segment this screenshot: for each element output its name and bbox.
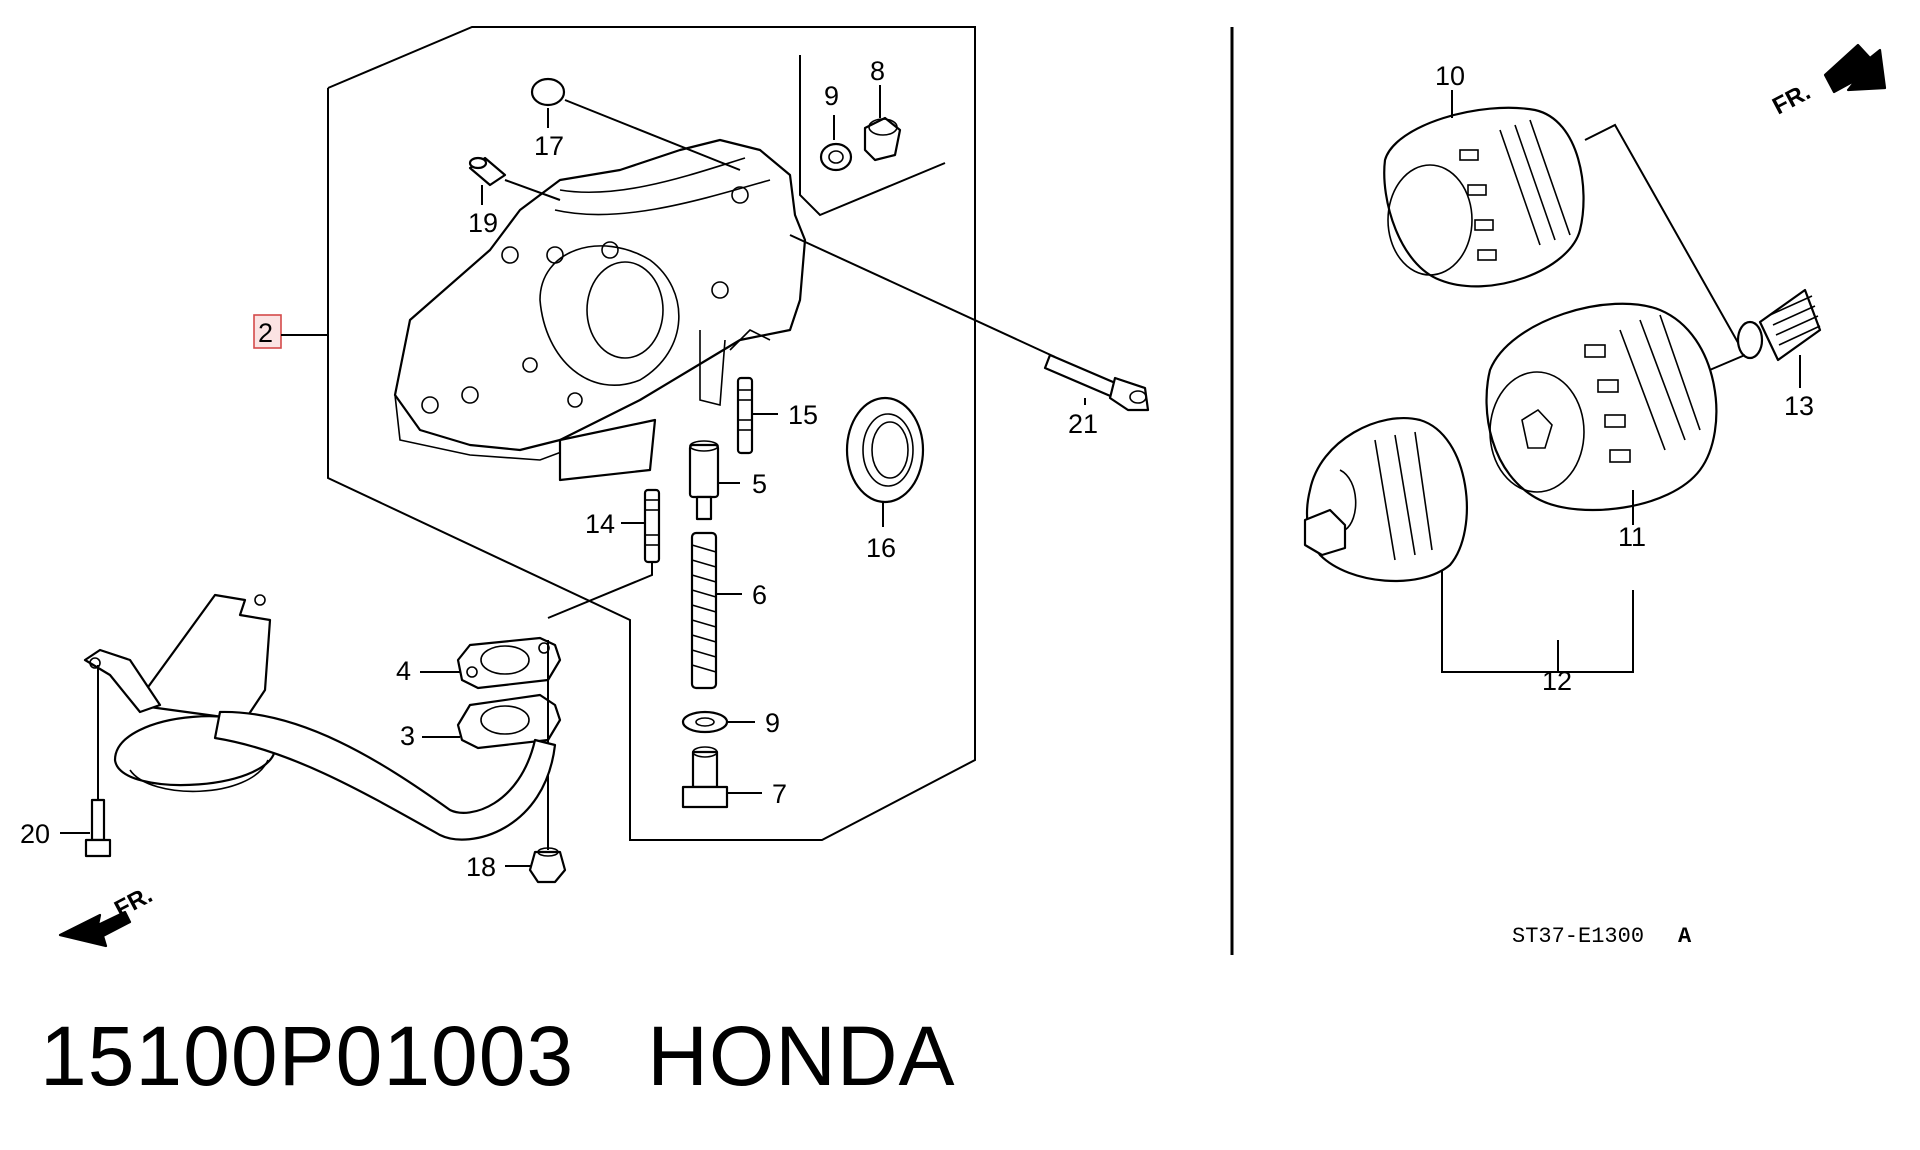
nut-18	[528, 847, 567, 884]
fr-label-right: FR.	[1768, 78, 1815, 120]
leader-17-pump	[564, 99, 741, 171]
callout-14: 14	[585, 509, 615, 539]
oil-filter-11	[1485, 302, 1718, 512]
oil-seal-16	[845, 396, 925, 504]
callout-13: 13	[1784, 391, 1814, 421]
plug-bolt-7	[681, 746, 729, 809]
adapter-13	[1736, 288, 1822, 362]
callout-21: 21	[1068, 409, 1098, 439]
callout-15: 15	[788, 400, 818, 430]
callout-20: 20	[20, 819, 50, 849]
fr-arrow-right-icon: FR.	[1768, 43, 1887, 120]
leader-10-group	[1584, 123, 1746, 356]
reference-code: ST37-E1300	[1512, 924, 1644, 949]
assembly-outline	[327, 26, 976, 841]
fr-arrow-left-icon: FR.	[58, 881, 157, 948]
callout-2: 2	[258, 318, 273, 348]
leader-13-filter	[1704, 354, 1746, 373]
dowel-pin-19	[468, 156, 507, 187]
callout-9-bottom: 9	[765, 708, 780, 738]
washer-9-bottom	[681, 710, 729, 734]
stud-14	[643, 488, 661, 564]
bolt-20	[84, 798, 112, 858]
strainer-flange-3	[456, 693, 562, 750]
leader-14-gasket	[547, 562, 653, 619]
callout-2-highlight	[253, 314, 282, 349]
callout-6: 6	[752, 580, 767, 610]
caption-spacer	[574, 1009, 647, 1103]
part-caption: 15100P01003 HONDA	[40, 1008, 956, 1105]
seal-9-top	[819, 142, 853, 172]
leader-12-group	[1441, 565, 1634, 673]
callout-10: 10	[1435, 61, 1465, 91]
callout-3: 3	[400, 721, 415, 751]
seal-group-outline	[799, 55, 946, 217]
o-ring-17	[530, 77, 566, 107]
gasket-4	[456, 636, 562, 690]
callout-9-top: 9	[824, 81, 839, 111]
leader-19-pump	[504, 179, 561, 201]
callout-19: 19	[468, 208, 498, 238]
plug-8	[863, 116, 902, 162]
part-number: 15100P01003	[40, 1009, 575, 1103]
brand-name: HONDA	[647, 1009, 956, 1103]
callout-18: 18	[466, 852, 496, 882]
oil-strainer	[83, 593, 557, 841]
callout-4: 4	[396, 656, 411, 686]
callout-11: 11	[1618, 522, 1646, 552]
callout-8: 8	[870, 56, 885, 86]
reference-suffix: A	[1678, 924, 1692, 949]
callout-12: 12	[1542, 666, 1572, 696]
leader-21	[789, 234, 1056, 358]
callout-7: 7	[772, 779, 787, 809]
callout-5: 5	[752, 469, 767, 499]
bolt-21	[1043, 353, 1150, 412]
stud-15	[736, 376, 754, 455]
oil-pump-body	[393, 138, 807, 482]
oil-filter-cutaway	[1303, 417, 1468, 583]
oil-filter-10	[1383, 106, 1585, 288]
callout-16: 16	[866, 533, 896, 563]
callout-17: 17	[534, 131, 564, 161]
spring-6	[690, 531, 718, 690]
relief-valve-5	[688, 440, 720, 521]
